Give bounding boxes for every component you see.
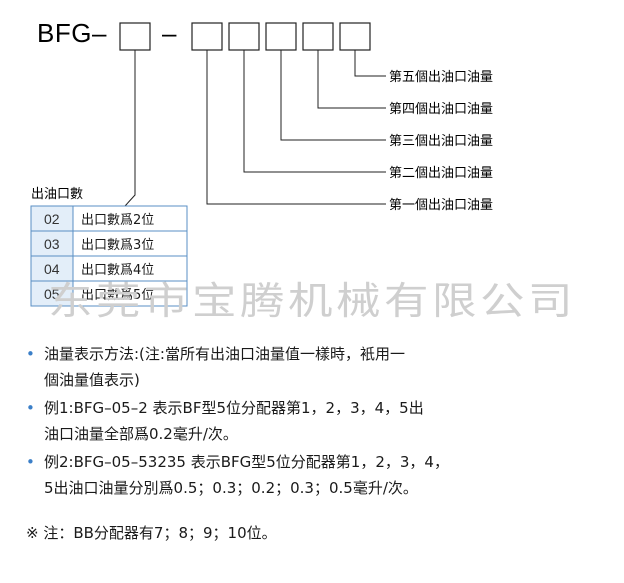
bb-distributor-remark: ※ 注：BB分配器有7；8；9；10位。 [26, 524, 277, 542]
oil-volume-box-1 [191, 22, 223, 51]
note-item: • 油量表示方法:(注:當所有出油口油量值一樣時，衹用一 個油量值表示) [26, 341, 606, 393]
callout-third-outlet: 第三個出油口油量 [389, 134, 493, 149]
note-item: • 例1:BFG–05–2 表示BF型5位分配器第1，2，3，4，5出 油口油量… [26, 395, 606, 447]
outlet-code-cell: 03 [44, 236, 60, 252]
bullet-dot-icon: • [26, 399, 35, 417]
company-watermark: 东莞市宝腾机械有限公司 [48, 279, 576, 323]
outlet-code-cell: 05 [44, 286, 60, 302]
outlet-count-box [119, 22, 151, 51]
oil-volume-box-4 [302, 22, 334, 51]
outlet-desc-cell: 出口數爲3位 [81, 238, 154, 253]
leader-line-4 [317, 50, 386, 109]
leader-line-3 [280, 50, 386, 141]
outlet-code-cell: 04 [44, 261, 60, 277]
outlet-table: 02 出口數爲2位 03 出口數爲3位 04 出口數爲4位 05 出口數爲5位 [30, 205, 188, 307]
note-item: • 例2:BFG–05–53235 表示BFG型5位分配器第1，2，3，4， 5… [26, 449, 606, 501]
note-line: 油口油量全部爲0.2毫升/次。 [44, 425, 238, 443]
note-line: 油量表示方法:(注:當所有出油口油量值一樣時，衹用一 [44, 345, 405, 363]
leader-line-2 [243, 50, 386, 173]
outlet-desc-cell: 出口數爲2位 [81, 213, 154, 228]
outlet-desc-cell: 出口數爲4位 [81, 263, 154, 278]
note-line: 例1:BFG–05–2 表示BF型5位分配器第1，2，3，4，5出 [44, 399, 424, 417]
callout-second-outlet: 第二個出油口油量 [389, 166, 493, 181]
oil-volume-box-5 [339, 22, 371, 51]
bullet-dot-icon: • [26, 453, 35, 471]
model-prefix: BFG– [37, 18, 107, 48]
outlet-desc-cell: 出口數爲5位 [81, 288, 154, 303]
outlet-code-cell: 02 [44, 211, 60, 227]
callout-first-outlet: 第一個出油口油量 [389, 198, 493, 213]
leader-lines [124, 50, 386, 207]
notes-list: • 油量表示方法:(注:當所有出油口油量值一樣時，衹用一 個油量值表示) • 例… [26, 341, 606, 503]
bullet-dot-icon: • [26, 345, 35, 363]
outlet-table-header: 出油口數 [31, 187, 83, 202]
callout-fifth-outlet: 第五個出油口油量 [389, 70, 493, 85]
oil-volume-box-2 [228, 22, 260, 51]
model-dash: – [162, 18, 177, 48]
leader-line-1 [206, 50, 386, 205]
note-line: 5出油口油量分別爲0.5；0.3；0.2；0.3；0.5毫升/次。 [44, 479, 418, 497]
leader-line-outlet-count [124, 50, 136, 207]
note-line: 例2:BFG–05–53235 表示BFG型5位分配器第1，2，3，4， [44, 453, 449, 471]
note-line: 個油量值表示) [44, 371, 140, 389]
leader-line-5 [354, 50, 386, 77]
oil-volume-box-3 [265, 22, 297, 51]
callout-fourth-outlet: 第四個出油口油量 [389, 102, 493, 117]
